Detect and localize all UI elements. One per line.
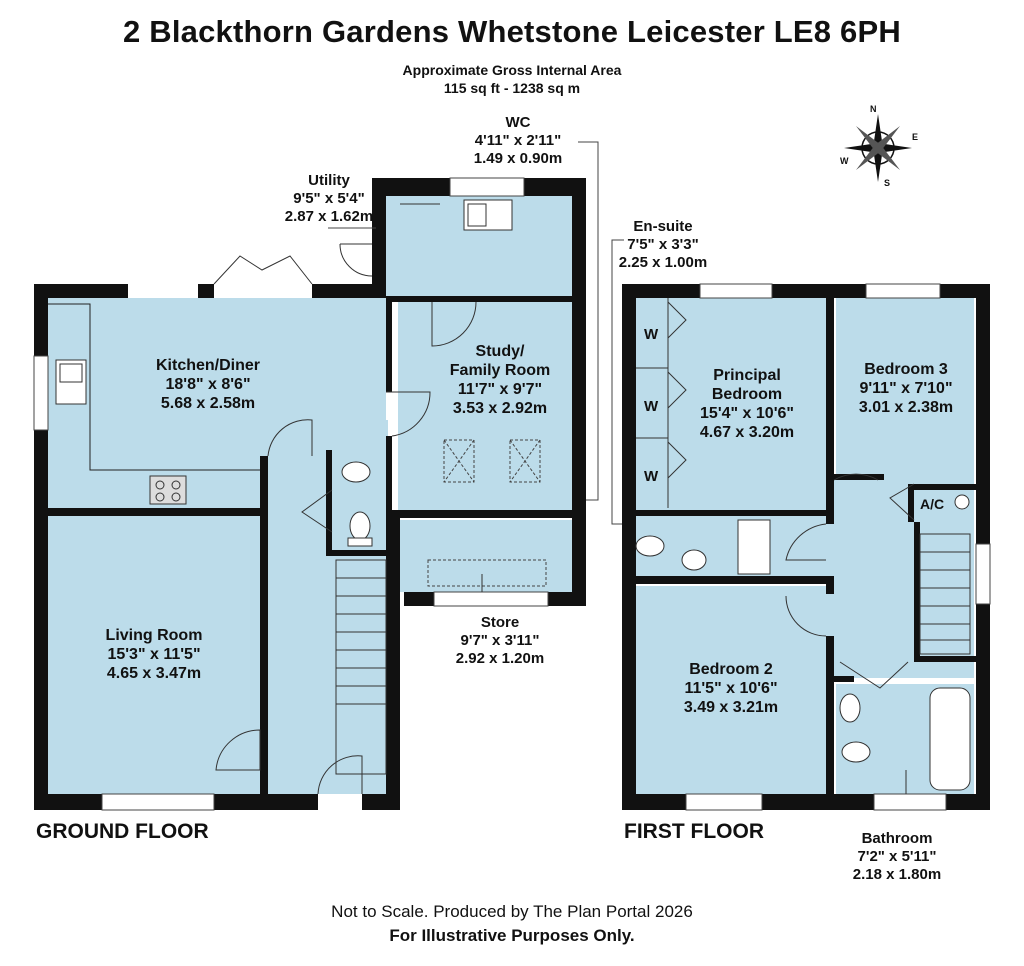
compass-n: N <box>870 104 877 114</box>
hob-icon <box>149 475 187 505</box>
utility-sink-icon <box>463 199 513 231</box>
bedroom3-label: Bedroom 3 9'11" x 7'10" 3.01 x 2.38m <box>858 361 954 416</box>
area-value: 115 sq ft - 1238 sq m <box>443 80 581 96</box>
bedroom2-label: Bedroom 2 11'5" x 10'6" 3.49 x 3.21m <box>683 661 779 716</box>
compass-s: S <box>884 178 891 188</box>
principal-label: Principal Bedroom 15'4" x 10'6" 4.67 x 3… <box>699 367 795 441</box>
living-label: Living Room 15'3" x 11'5" 4.65 x 3.47m <box>105 627 203 682</box>
bathroom-fixtures <box>839 687 971 791</box>
wardrobe-marker-3: W <box>644 468 659 485</box>
compass-e: E <box>912 132 919 142</box>
store-label: Store 9'7" x 3'11" 2.92 x 1.20m <box>455 614 545 667</box>
wardrobe-doors <box>636 298 687 508</box>
first-floor-walls <box>622 284 990 810</box>
compass-rose-icon <box>844 114 912 182</box>
page-title: 2 Blackthorn Gardens Whetstone Leicester… <box>123 14 901 49</box>
footer-disclaimer: Not to Scale. Produced by The Plan Porta… <box>331 902 693 921</box>
ground-floor-label: GROUND FLOOR <box>36 820 209 843</box>
study-fill <box>398 302 572 510</box>
wardrobe-marker-1: W <box>644 326 659 343</box>
wardrobe-marker-2: W <box>644 398 659 415</box>
bathroom-label: Bathroom 7'2" x 5'11" 2.18 x 1.80m <box>852 830 942 883</box>
study-skylights <box>427 439 547 587</box>
wc-label: WC 4'11" x 2'11" 1.49 x 0.90m <box>473 114 563 167</box>
landing-fill <box>826 474 974 678</box>
footer-illustrative: For Illustrative Purposes Only. <box>389 926 635 945</box>
wc-fixtures <box>341 461 373 547</box>
kitchen-sink-icon <box>55 359 87 405</box>
utility-label: Utility 9'5" x 5'4" 2.87 x 1.62m <box>284 172 374 225</box>
kitchen-label: Kitchen/Diner 18'8" x 8'6" 5.68 x 2.58m <box>155 357 260 412</box>
ensuite-fixtures <box>635 519 771 575</box>
study-label: Study/ Family Room 11'7" x 9'7" 3.53 x 2… <box>449 343 551 417</box>
first-floor-label: FIRST FLOOR <box>624 820 764 843</box>
compass-w: W <box>840 156 849 166</box>
ensuite-label: En-suite 7'5" x 3'3" 2.25 x 1.00m <box>618 218 708 271</box>
ground-stairs <box>335 559 387 775</box>
first-floor-rooms <box>636 298 974 794</box>
bedroom3-fill <box>836 298 974 474</box>
first-stairs <box>919 533 971 655</box>
area-label: Approximate Gross Internal Area <box>402 62 622 78</box>
store-fill <box>398 520 572 592</box>
ac-marker: A/C <box>920 496 945 512</box>
